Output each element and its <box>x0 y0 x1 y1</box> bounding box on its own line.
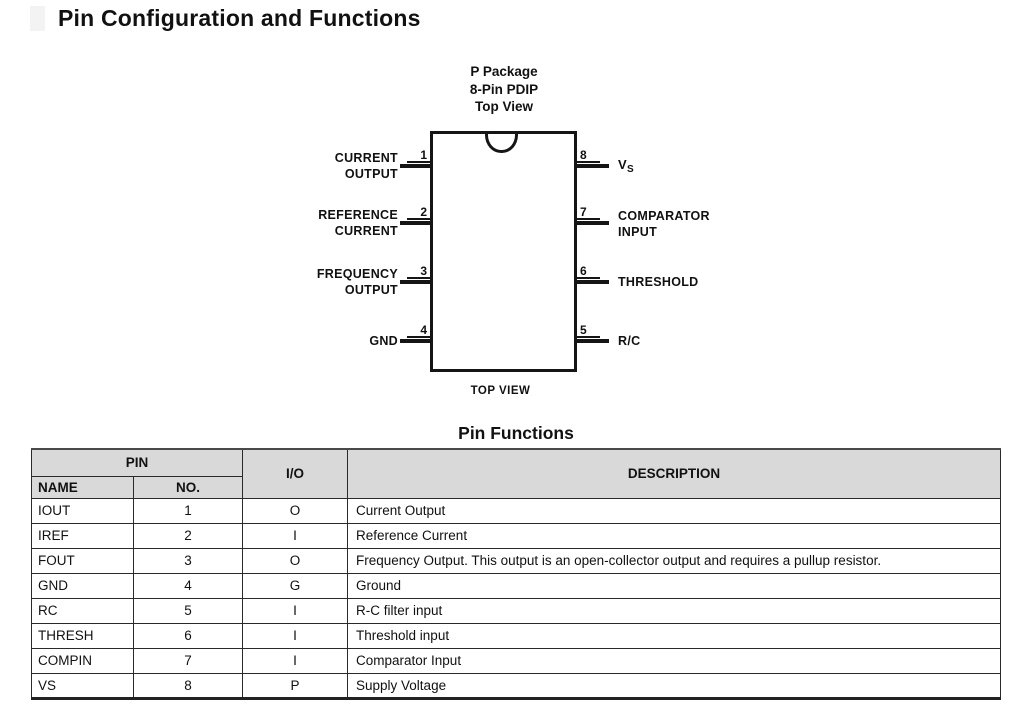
pin-3-number: 3 <box>407 263 430 279</box>
cell-description: Reference Current <box>347 522 1001 549</box>
pin-6-number: 6 <box>577 263 600 279</box>
pin-4-label: GND <box>369 333 398 349</box>
pin-3-label-line2: OUTPUT <box>344 283 398 297</box>
cell-description: Supply Voltage <box>347 672 1001 699</box>
pin-7-number: 7 <box>577 204 600 220</box>
pin-1-label-line2: OUTPUT <box>344 167 398 181</box>
header-name: NAME <box>31 475 134 499</box>
pin-1-lead <box>400 164 432 168</box>
cell-no: 8 <box>132 672 244 699</box>
cell-name: GND <box>31 572 134 599</box>
pin-3-label-line1: FREQUENCY <box>316 267 398 281</box>
cell-no: 6 <box>132 622 244 649</box>
pin-8-label-subscript: S <box>626 164 634 175</box>
section-number-ghost <box>30 6 45 31</box>
pin-1-label: CURRENT OUTPUT <box>335 150 398 182</box>
table-row: IOUT 1 O Current Output <box>31 497 1001 524</box>
pin-2-label: REFERENCE CURRENT <box>318 207 398 239</box>
pin-1-label-line1: CURRENT <box>334 151 398 165</box>
pin-functions-title: Pin Functions <box>458 423 574 443</box>
pin-4-lead <box>400 339 432 343</box>
table-row: RC 5 I R-C filter input <box>31 597 1001 624</box>
table-row: FOUT 3 O Frequency Output. This output i… <box>31 547 1001 574</box>
pin-6-lead <box>575 280 609 284</box>
header-description: DESCRIPTION <box>347 448 1001 499</box>
pin-5-label-line1: R/C <box>618 334 641 348</box>
package-type: 8-Pin PDIP <box>469 81 539 97</box>
header-no: NO. <box>132 475 244 499</box>
cell-name: IREF <box>31 522 134 549</box>
cell-name: THRESH <box>31 622 134 649</box>
pin-4-number: 4 <box>407 322 430 338</box>
pin-8-label: VS <box>618 157 634 178</box>
table-row: VS 8 P Supply Voltage <box>31 672 1001 699</box>
pin-2-label-line1: REFERENCE <box>318 208 398 222</box>
cell-description: R-C filter input <box>347 597 1001 624</box>
cell-description: Ground <box>347 572 1001 599</box>
pin-7-label: COMPARATOR INPUT <box>618 208 710 240</box>
cell-no: 7 <box>132 647 244 674</box>
cell-io: I <box>242 597 349 624</box>
cell-io: O <box>242 497 349 524</box>
pin-5-lead <box>575 339 609 343</box>
pin-2-lead <box>400 221 432 225</box>
table-row: GND 4 G Ground <box>31 572 1001 599</box>
cell-io: I <box>242 647 349 674</box>
cell-no: 5 <box>132 597 244 624</box>
pin-6-label-line1: THRESHOLD <box>618 275 699 289</box>
pin-7-label-line1: COMPARATOR <box>618 209 710 223</box>
cell-no: 2 <box>132 522 244 549</box>
page-title: Pin Configuration and Functions <box>58 5 421 31</box>
header-pin-group: PIN <box>30 448 244 477</box>
package-name: P Package <box>470 64 538 79</box>
pin-4-label-line1: GND <box>369 334 398 348</box>
cell-io: P <box>242 672 349 699</box>
pin-1-number: 1 <box>407 147 430 163</box>
pin-8-label-main: V <box>618 157 627 172</box>
cell-io: G <box>242 572 349 599</box>
pin-2-label-line2: CURRENT <box>334 224 398 238</box>
cell-description: Current Output <box>347 497 1001 524</box>
cell-name: FOUT <box>31 547 134 574</box>
pin-5-label: R/C <box>618 333 640 349</box>
cell-io: I <box>242 522 349 549</box>
pin-7-label-line2: INPUT <box>618 225 657 239</box>
cell-no: 3 <box>132 547 244 574</box>
cell-description: Frequency Output. This output is an open… <box>347 547 1001 574</box>
table-row: IREF 2 I Reference Current <box>31 522 1001 549</box>
table-row: THRESH 6 I Threshold input <box>31 622 1001 649</box>
cell-io: I <box>242 622 349 649</box>
pin-3-label: FREQUENCY OUTPUT <box>317 266 398 298</box>
pin-5-number: 5 <box>577 322 600 338</box>
cell-name: RC <box>31 597 134 624</box>
header-io: I/O <box>242 448 349 499</box>
cell-no: 4 <box>132 572 244 599</box>
package-header: P Package 8-Pin PDIP Top View <box>430 63 578 116</box>
cell-description: Comparator Input <box>347 647 1001 674</box>
pin-functions-table: PIN I/O DESCRIPTION NAME NO. IOUT 1 O Cu… <box>30 448 1001 700</box>
pin-6-label: THRESHOLD <box>618 274 698 290</box>
package-view: Top View <box>474 99 533 114</box>
cell-name: IOUT <box>31 497 134 524</box>
cell-name: COMPIN <box>31 647 134 674</box>
pin-8-number: 8 <box>577 147 600 163</box>
pin-3-lead <box>400 280 432 284</box>
cell-name: VS <box>31 672 134 699</box>
pin-2-number: 2 <box>407 204 430 220</box>
ic-package-outline <box>430 131 577 372</box>
top-view-caption: TOP VIEW <box>470 385 531 397</box>
table-row: COMPIN 7 I Comparator Input <box>31 647 1001 674</box>
cell-description: Threshold input <box>347 622 1001 649</box>
cell-no: 1 <box>132 497 244 524</box>
pin-8-lead <box>575 164 609 168</box>
pin-7-lead <box>575 221 609 225</box>
cell-io: O <box>242 547 349 574</box>
